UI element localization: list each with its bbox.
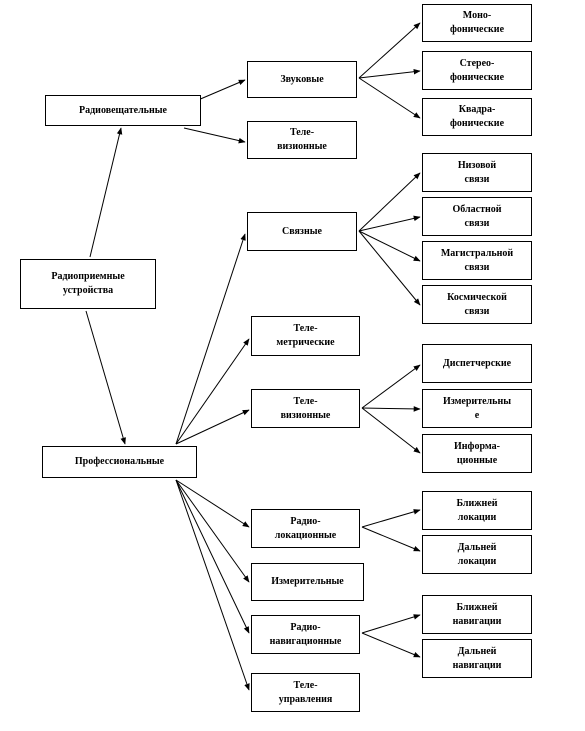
arrow-prof-radar — [175, 479, 250, 528]
node-broadcast: Радиовещательные — [45, 95, 201, 126]
node-near-radar: Ближней локации — [422, 491, 532, 530]
node-measuring: Измерительные — [251, 563, 364, 601]
node-information: Информа- ционные — [422, 434, 532, 473]
arrow-radar-near — [361, 509, 421, 528]
node-monophonic: Моно- фонические — [422, 4, 532, 42]
node-regional-communication: Областной связи — [422, 197, 532, 236]
arrow-sound-mono — [358, 22, 421, 79]
arrow-sound-stereo — [358, 68, 421, 79]
arrow-comm-local — [358, 172, 421, 232]
node-professional: Профессиональные — [42, 446, 197, 478]
arrow-prof-comm — [175, 233, 246, 445]
arrow-sound-quadro — [358, 77, 421, 119]
node-dispatch: Диспетчерские — [422, 344, 532, 383]
node-communication: Связные — [247, 212, 357, 251]
node-radar: Радио- локационные — [251, 509, 360, 548]
arrow-prof-telecontrol — [175, 479, 250, 691]
arrow-radar-far — [361, 526, 421, 552]
arrow-root-professional — [85, 310, 126, 445]
arrow-radionav-far — [361, 632, 421, 658]
arrow-tv-measuring — [361, 406, 421, 412]
arrow-comm-regional — [358, 215, 421, 232]
node-telemetry: Теле- метрические — [251, 316, 360, 356]
arrow-radionav-near — [361, 614, 421, 634]
node-local-communication: Низовой связи — [422, 153, 532, 192]
node-tv-broadcast: Теле- визионные — [247, 121, 357, 159]
node-far-navigation: Дальней навигации — [422, 639, 532, 678]
arrow-tv-dispatch — [361, 364, 421, 409]
arrow-prof-tv — [175, 409, 250, 445]
arrow-broadcast-tv — [183, 127, 246, 144]
arrow-tv-info — [361, 407, 421, 454]
arrow-prof-measuring — [175, 479, 250, 583]
node-trunk-communication: Магистральной связи — [422, 241, 532, 280]
node-space-communication: Космической связи — [422, 285, 532, 324]
node-stereophonic: Стерео- фонические — [422, 51, 532, 90]
arrow-comm-space — [358, 230, 421, 306]
arrow-root-broadcast — [89, 127, 123, 258]
node-telecontrol: Теле- управления — [251, 673, 360, 712]
node-radionavigation: Радио- навигационные — [251, 615, 360, 654]
node-near-navigation: Ближней навигации — [422, 595, 532, 634]
node-quadraphonic: Квадра- фонические — [422, 98, 532, 136]
node-sound: Звуковые — [247, 61, 357, 98]
node-far-radar: Дальней локации — [422, 535, 532, 574]
arrow-prof-radionav — [175, 479, 250, 634]
node-measuring-tv: Измерительны е — [422, 389, 532, 428]
arrow-prof-telemetry — [175, 338, 250, 445]
arrow-comm-trunk — [358, 230, 421, 262]
node-tv-professional: Теле- визионные — [251, 389, 360, 428]
node-radio-receivers: Радиоприемные устройства — [20, 259, 156, 309]
